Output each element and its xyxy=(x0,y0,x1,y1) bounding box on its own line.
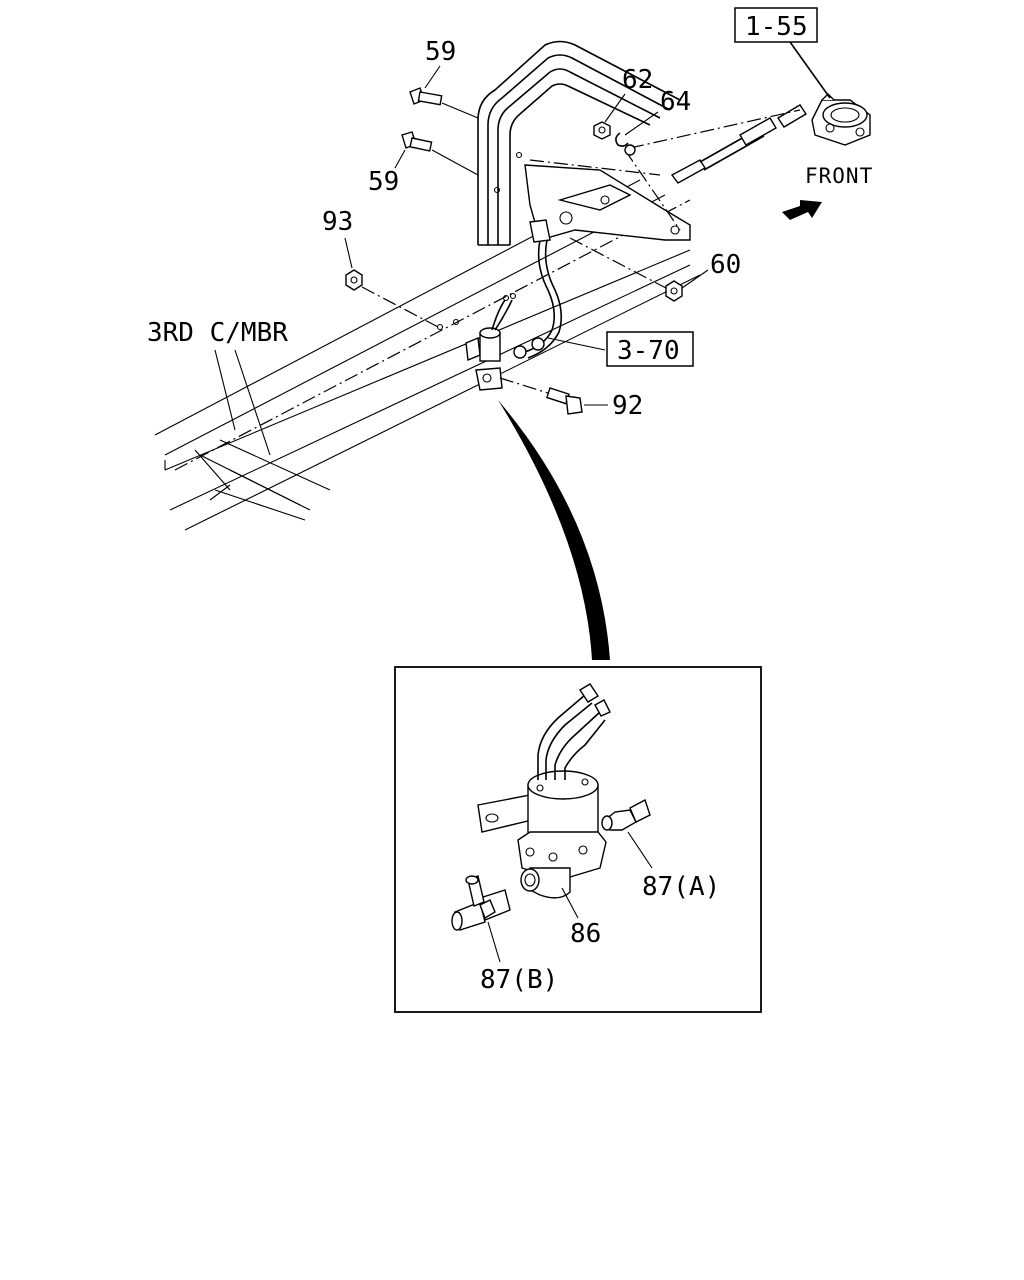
component-1-55 xyxy=(811,93,871,146)
air-line xyxy=(513,219,563,359)
ref-label-1-55: 1-55 xyxy=(745,12,808,42)
label-64: 64 xyxy=(660,87,691,117)
linkage-bracket xyxy=(524,149,691,241)
leader-87a xyxy=(627,831,653,869)
leader-59-top xyxy=(424,65,441,89)
fitting-87b xyxy=(451,875,511,931)
ref-box-3-70 xyxy=(606,331,694,367)
ref-box-1-55 xyxy=(734,7,818,43)
leader-64 xyxy=(624,111,659,136)
label-93: 93 xyxy=(322,207,353,237)
frame-label: 3RD C/MBR xyxy=(147,318,288,348)
nut-62 xyxy=(593,121,611,140)
bolt-59-mid xyxy=(401,131,479,176)
frame-rails xyxy=(154,179,701,531)
upright-bracket xyxy=(477,40,681,246)
clip-64 xyxy=(615,132,636,156)
ref-label-3-70: 3-70 xyxy=(617,336,680,366)
control-rod xyxy=(629,104,807,184)
label-87b: 87(B) xyxy=(480,965,558,995)
label-92: 92 xyxy=(612,391,643,421)
leader-frame-1 xyxy=(214,349,236,431)
nut-60 xyxy=(569,237,683,302)
label-87a: 87(A) xyxy=(642,872,720,902)
label-59-top: 59 xyxy=(425,37,456,67)
label-86: 86 xyxy=(570,919,601,949)
leader-86 xyxy=(561,887,579,919)
front-arrow-icon xyxy=(782,200,822,220)
label-59-mid: 59 xyxy=(368,167,399,197)
bolt-59-top xyxy=(409,87,479,119)
label-60: 60 xyxy=(710,250,741,280)
detail-pointer xyxy=(498,400,610,660)
leader-1-55 xyxy=(789,41,831,99)
leader-59-mid xyxy=(394,149,406,169)
leader-87b xyxy=(487,921,501,963)
label-62: 62 xyxy=(622,65,653,95)
leader-3-70 xyxy=(547,337,606,351)
front-label: FRONT xyxy=(805,164,873,188)
bolt-92 xyxy=(499,377,583,415)
leader-60 xyxy=(681,269,709,289)
leader-frame-2 xyxy=(234,349,271,456)
fitting-87a xyxy=(601,798,651,831)
nut-93 xyxy=(345,269,441,329)
leader-62 xyxy=(604,93,626,123)
leader-93 xyxy=(344,237,353,269)
solenoid-valve-86 xyxy=(477,683,611,899)
solenoid-small xyxy=(436,292,517,391)
